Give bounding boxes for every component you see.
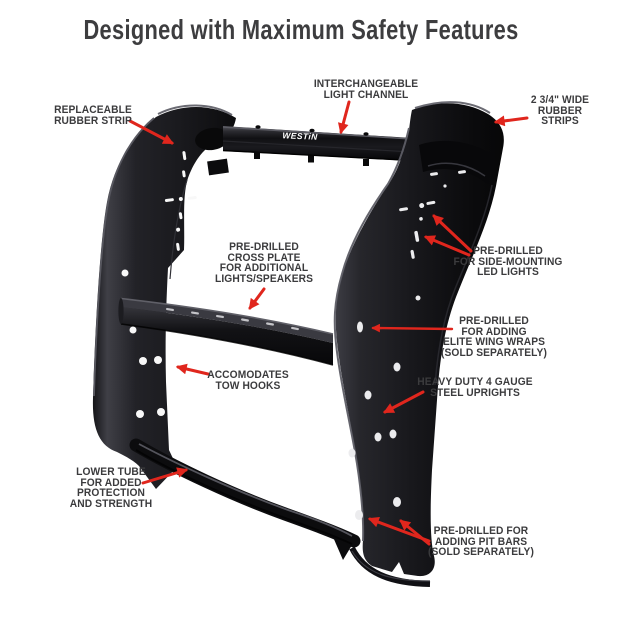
callout-line: RUBBER — [537, 104, 583, 117]
callout-line: PRE-DRILLED — [229, 241, 299, 253]
callout-line: FOR ADDED — [80, 476, 142, 489]
crossbar-bolts — [254, 125, 369, 166]
callout-line: AND STRENGTH — [69, 497, 153, 510]
right-upright-holes — [348, 295, 421, 520]
callout-side-mounting-led-lights: PRE-DRILLED FOR SIDE-MOUNTING LED LIGHTS — [424, 246, 591, 278]
callout-line: STEEL UPRIGHTS — [430, 386, 520, 399]
westin-logo: WESTiN — [282, 130, 318, 142]
callout-lower-tube: LOWER TUBE FOR ADDED PROTECTION AND STRE… — [37, 467, 186, 509]
top-crossbar-light-channel — [222, 125, 413, 166]
callout-line: CROSS PLATE — [227, 251, 301, 264]
callout-pit-bars: PRE-DRILLED FOR ADDING PIT BARS (SOLD SE… — [395, 526, 566, 558]
callout-line: (SOLD SEPARATELY) — [428, 546, 534, 559]
callout-line: PRE-DRILLED FOR — [433, 525, 529, 537]
callout-arrow-lower-tube — [141, 467, 189, 485]
callout-line: TOW HOOKS — [215, 379, 281, 392]
callout-line: RUBBER STRIP — [54, 114, 132, 127]
callout-line: REPLACEABLE — [54, 104, 132, 116]
callout-heavy-duty-uprights: HEAVY DUTY 4 GAUGE STEEL UPRIGHTS — [391, 377, 558, 398]
middle-cross-plate — [118, 297, 334, 366]
callout-line: INTERCHANGEABLE — [313, 78, 419, 90]
callout-arrow-tow-hooks — [175, 363, 210, 376]
callout-arrows — [128, 100, 529, 546]
right-cap-opening — [419, 140, 493, 184]
callout-elite-wing-wraps: PRE-DRILLED FOR ADDING ELITE WING WRAPS … — [410, 316, 577, 358]
callout-tow-hooks: ACCOMODATES TOW HOOKS — [174, 370, 323, 391]
callout-line: 2 3/4" WIDE — [530, 94, 590, 106]
callout-wide-rubber-strips: 2 3/4" WIDE RUBBER STRIPS — [486, 95, 635, 127]
callout-arrow-replaceable-rubber-strip — [128, 119, 174, 145]
right-upright-bottom-flange — [349, 546, 431, 587]
callout-arrow-heavy-duty-uprights — [383, 390, 425, 414]
callout-arrow-side-mounting-led-1 — [432, 214, 473, 253]
callout-arrow-pre-drilled-cross-plate — [248, 287, 266, 310]
callout-interchangeable-light-channel: INTERCHANGEABLE LIGHT CHANNEL — [292, 79, 441, 100]
callout-line: LOWER TUBE — [76, 466, 146, 478]
callout-line: HEAVY DUTY 4 GAUGE — [417, 376, 533, 388]
lower-tube — [129, 438, 361, 548]
left-upright-holes — [121, 269, 165, 418]
callout-pre-drilled-cross-plate: PRE-DRILLED CROSS PLATE FOR ADDITIONAL L… — [190, 242, 339, 284]
callout-line: FOR ADDITIONAL — [219, 262, 309, 275]
callout-line: FOR ADDING — [461, 325, 527, 338]
callout-line: PRE-DRILLED — [473, 245, 543, 257]
callout-arrow-interchangeable-light-channel — [338, 100, 351, 135]
callout-arrow-elite-wing-wraps — [371, 323, 454, 333]
callout-arrow-wide-rubber-strips — [493, 115, 529, 127]
page-title: Designed with Maximum Safety Features — [83, 14, 519, 45]
callout-line: LIGHT CHANNEL — [323, 88, 409, 101]
callout-line: (SOLD SEPARATELY) — [441, 346, 547, 359]
callout-line: LIGHTS/SPEAKERS — [214, 272, 314, 285]
callout-line: ELITE WING WRAPS — [442, 336, 546, 349]
left-cap-opening — [195, 127, 229, 151]
callout-line: FOR SIDE-MOUNTING — [453, 255, 563, 268]
callout-line: LED LIGHTS — [477, 266, 539, 279]
callout-arrow-pit-bars-2 — [399, 519, 431, 546]
callout-line: STRIPS — [541, 115, 579, 128]
callout-line: PRE-DRILLED — [459, 315, 529, 327]
right-upright — [333, 101, 504, 587]
cross-plate-slots — [166, 307, 299, 331]
callout-line: ACCOMODATES — [207, 369, 289, 381]
callout-replaceable-rubber-strip: REPLACEABLE RUBBER STRIP — [19, 105, 168, 126]
callout-line: ADDING PIT BARS — [434, 535, 528, 548]
callout-line: PROTECTION — [76, 487, 146, 500]
left-upright — [92, 104, 236, 489]
callout-arrow-side-mounting-led-2 — [424, 235, 471, 257]
right-upright-mounting-slots — [399, 170, 466, 259]
left-upright-mounting-slots — [164, 151, 197, 251]
